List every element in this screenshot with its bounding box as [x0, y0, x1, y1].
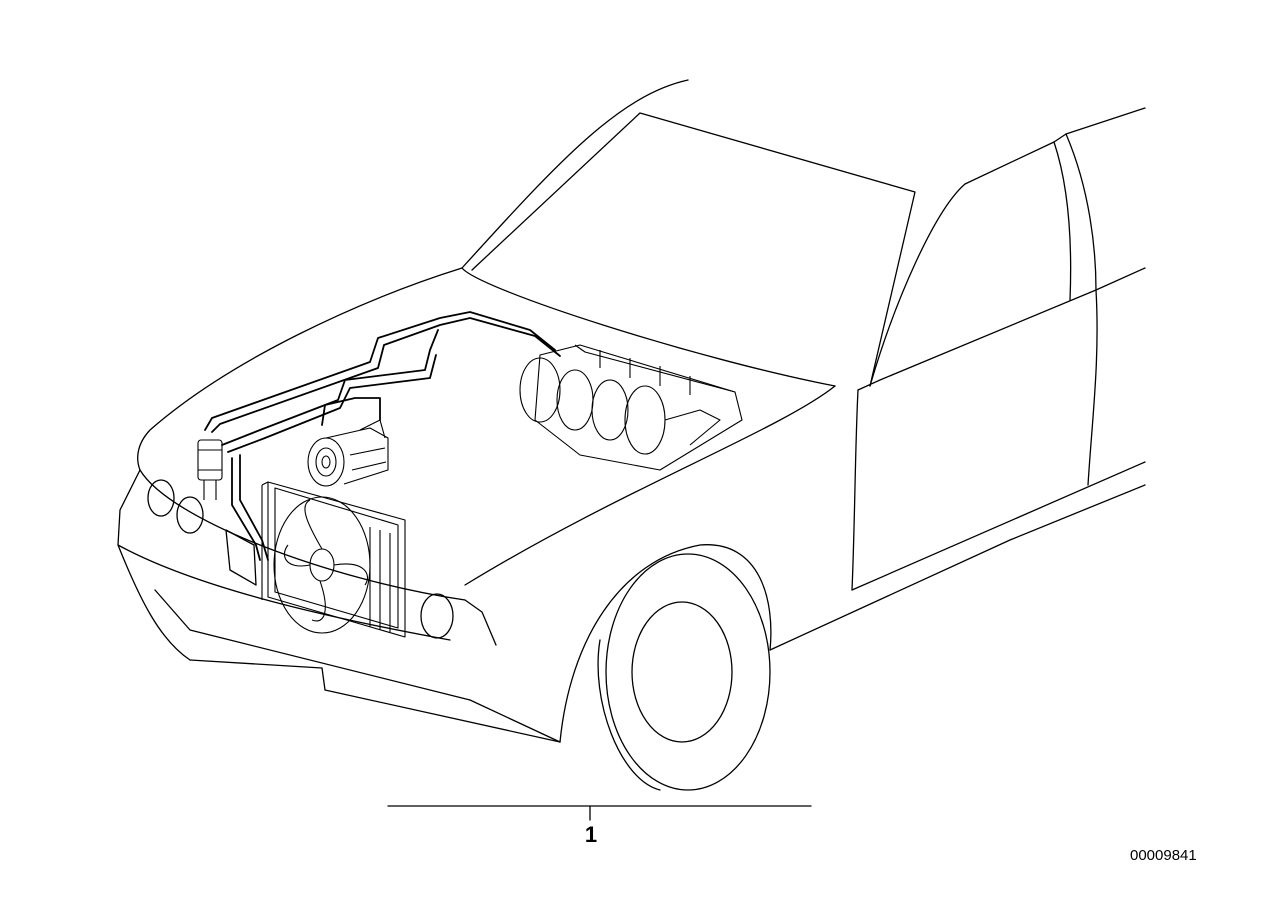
receiver-drier [197, 439, 223, 500]
condenser-fan [261, 481, 406, 638]
compressor [307, 419, 389, 487]
callout-leader [387, 805, 812, 821]
callout-number: 1 [584, 822, 598, 847]
evaporator-housing [519, 344, 743, 471]
drawing-number: 00009841 [1130, 847, 1197, 864]
refrigerant-lines [204, 311, 561, 561]
